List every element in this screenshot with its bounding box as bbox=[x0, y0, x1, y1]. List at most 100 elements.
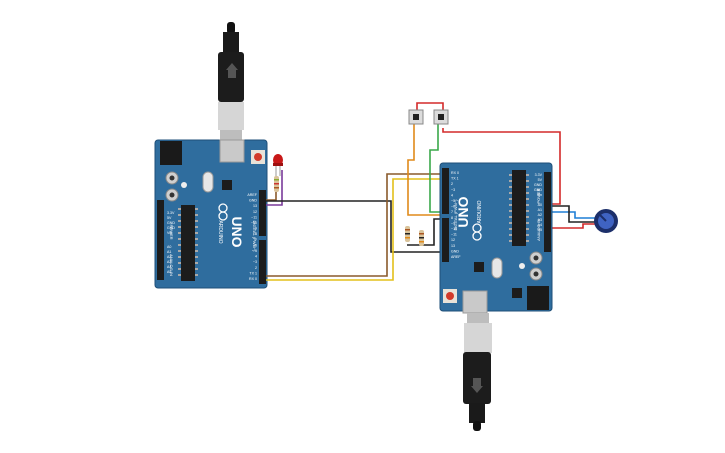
pin-label: 3.3V bbox=[535, 173, 543, 177]
analog-label-right: ANALOG IN bbox=[536, 219, 541, 241]
pin-label: ~9 bbox=[451, 221, 455, 225]
analog-label-left: ANALOG IN bbox=[169, 254, 174, 276]
header-digital-right bbox=[442, 168, 449, 262]
pin-label: ~3 bbox=[253, 260, 257, 264]
wire-gnd-black[interactable] bbox=[266, 200, 444, 253]
wire-brown[interactable] bbox=[266, 173, 444, 277]
pin-label: ~3 bbox=[451, 188, 455, 192]
pin-label: RX 0 bbox=[249, 277, 257, 281]
pin-label: ~6 bbox=[253, 243, 257, 247]
pin-label: ~5 bbox=[253, 249, 257, 253]
pin-label: A0 bbox=[167, 245, 171, 249]
pin-label: A5 bbox=[167, 270, 171, 274]
pin-label: GND bbox=[167, 226, 175, 230]
wire-orange[interactable] bbox=[407, 120, 444, 216]
wire-led-brown[interactable] bbox=[266, 192, 277, 201]
board-brand-right: ARDUINO bbox=[477, 200, 483, 223]
capacitors-right bbox=[519, 251, 543, 281]
crystal-right bbox=[491, 257, 503, 279]
pin-label: A1 bbox=[167, 250, 171, 254]
pin-label: 12 bbox=[451, 238, 455, 242]
pin-label: 2 bbox=[255, 266, 257, 270]
pin-label: A5 bbox=[538, 228, 542, 232]
atmega-chip-left bbox=[181, 205, 195, 281]
pin-label: 13 bbox=[451, 244, 455, 248]
power-label-right: POWER bbox=[536, 188, 541, 203]
arduino-logo-right bbox=[472, 223, 482, 241]
pin-label: A2 bbox=[538, 213, 542, 217]
pin-label: A2 bbox=[167, 255, 171, 259]
pin-label: GND bbox=[167, 221, 175, 225]
pin-label: 3.3V bbox=[167, 211, 175, 215]
pin-label: ~9 bbox=[253, 227, 257, 231]
pin-label: 7 bbox=[451, 210, 453, 214]
header-power-analog-right bbox=[544, 172, 551, 252]
pin-label: A3 bbox=[167, 260, 171, 264]
header-digital-left bbox=[259, 190, 266, 284]
reset-button-left[interactable] bbox=[251, 150, 265, 164]
reset-button-right[interactable] bbox=[443, 289, 457, 303]
red-led[interactable] bbox=[273, 154, 283, 176]
wire-red-pot[interactable] bbox=[547, 223, 595, 229]
pin-label: AREF bbox=[247, 193, 257, 197]
wire-red-5v[interactable] bbox=[442, 128, 561, 205]
pin-label: 7 bbox=[255, 238, 257, 242]
pin-label: 5V bbox=[538, 178, 543, 182]
pin-label: GND bbox=[534, 183, 542, 187]
pin-label: A3 bbox=[538, 218, 542, 222]
pin-label: 2 bbox=[451, 182, 453, 186]
pin-label: A4 bbox=[538, 223, 542, 227]
resistor-1[interactable] bbox=[405, 226, 410, 242]
pin-label: A0 bbox=[538, 203, 542, 207]
pin-label: AREF bbox=[451, 255, 461, 259]
power-jack-left bbox=[160, 141, 182, 165]
digital-label-right: DIGITAL (PWM~) bbox=[453, 199, 458, 231]
pin-label: A1 bbox=[538, 208, 542, 212]
pin-label: ~11 bbox=[451, 233, 457, 237]
pin-label: ~11 bbox=[251, 215, 257, 219]
pin-label: ~5 bbox=[451, 199, 455, 203]
power-label-left: POWER bbox=[169, 224, 174, 239]
pin-label: RX 0 bbox=[451, 171, 459, 175]
usb-cable-left[interactable] bbox=[218, 22, 244, 160]
pin-label: 5V bbox=[167, 216, 172, 220]
usb-port-right bbox=[462, 290, 488, 314]
pin-label: A4 bbox=[167, 265, 171, 269]
pin-label: Vin bbox=[167, 231, 172, 235]
atmega-chip-right bbox=[512, 170, 526, 246]
pushbutton-1[interactable] bbox=[408, 109, 424, 125]
wires bbox=[266, 102, 595, 281]
usb-cable-right[interactable] bbox=[463, 313, 492, 431]
pushbutton-2[interactable] bbox=[433, 109, 449, 125]
pin-label: TX 1 bbox=[451, 177, 459, 181]
power-jack-right bbox=[527, 286, 549, 310]
resistor-2[interactable] bbox=[419, 230, 424, 246]
pin-label: GND bbox=[451, 249, 459, 253]
arduino-uno-right[interactable]: UNO ARDUINO DIGITAL (PWM~) POWER ANALOG … bbox=[439, 162, 553, 314]
pin-label: 8 bbox=[255, 232, 257, 236]
wire-green[interactable] bbox=[429, 120, 444, 213]
wire-led-purple[interactable] bbox=[266, 170, 283, 206]
arduino-logo-left bbox=[218, 203, 228, 221]
pin-label: GND bbox=[249, 199, 257, 203]
arduino-uno-left[interactable]: UNO ARDUINO DIGITAL (PWM~) POWER ANALOG … bbox=[154, 139, 268, 289]
board-brand-left: ARDUINO bbox=[217, 220, 223, 243]
led-resistor[interactable] bbox=[274, 176, 279, 192]
wire-gnd-resistors[interactable] bbox=[407, 218, 444, 246]
digital-label-left: DIGITAL (PWM~) bbox=[252, 221, 257, 253]
potentiometer[interactable] bbox=[594, 209, 618, 233]
pin-label: 4 bbox=[255, 255, 257, 259]
header-power-analog-left bbox=[157, 200, 164, 280]
board-model-left: UNO bbox=[229, 216, 245, 247]
wire-red-buttons[interactable] bbox=[416, 102, 444, 110]
wire-blue-pot[interactable] bbox=[547, 211, 595, 219]
wire-black-pot[interactable] bbox=[547, 205, 595, 223]
pin-label: ~10 bbox=[451, 227, 457, 231]
pin-label: ~10 bbox=[251, 221, 257, 225]
pin-label: 8 bbox=[451, 216, 453, 220]
pin-label: 4 bbox=[451, 193, 453, 197]
pin-label: GND bbox=[534, 188, 542, 192]
wire-yellow[interactable] bbox=[266, 178, 444, 281]
board-model-right: UNO bbox=[455, 196, 471, 227]
